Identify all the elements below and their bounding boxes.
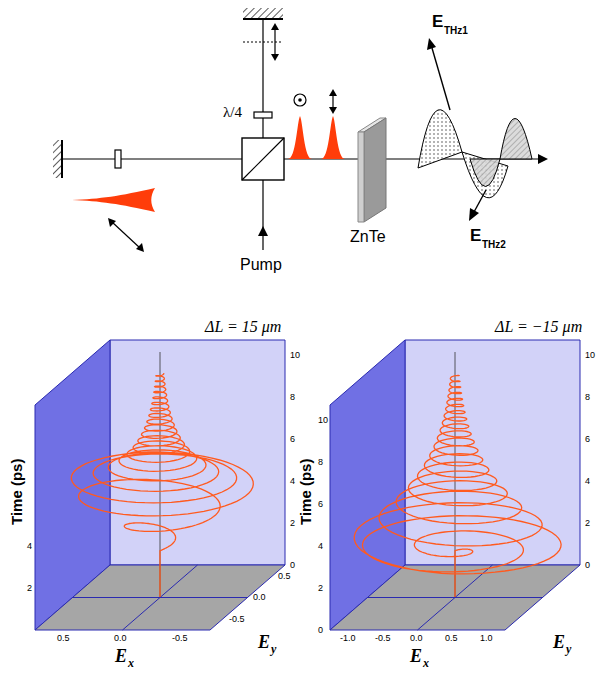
tick-label: -0.5 [172,633,188,643]
tick-label: 0.0 [253,592,266,602]
waveplate-label: λ/4 [223,104,242,121]
tick-label: 4 [318,541,323,551]
axis-subscript: x [128,656,134,671]
tick-label: 6 [318,499,323,509]
axis-subscript: x [423,656,429,671]
axis-title: Time (ps) [297,459,314,525]
tick-label: 2 [585,518,590,528]
thz-trajectory [354,376,561,598]
axis-subscript: y [271,642,276,657]
tick-label: 0.0 [410,633,423,643]
tick-label: 0 [585,560,590,570]
delay-label: ΔL = 15 μm [205,318,281,336]
tick-label: 8 [290,392,295,402]
tick-label: 6 [290,434,295,444]
tick-label: 0 [318,625,323,635]
tick-label: -0.5 [229,614,245,624]
thz-trajectory [71,373,253,597]
tick-label: 10 [290,350,300,360]
tick-label: 2 [290,518,295,528]
tick-label: 10 [585,350,595,360]
tick-label: 2 [318,583,323,593]
axis-title: E [410,646,422,667]
crystal-label: ZnTe [350,228,386,246]
delay-label: ΔL = −15 μm [495,318,582,336]
tick-label: 0.5 [445,633,458,643]
field-label: E [432,12,443,32]
axis-title: E [115,646,127,667]
tick-label: 0.5 [57,633,70,643]
field-subscript: THz1 [444,25,468,36]
axis-title: E [553,632,565,653]
axis-subscript: y [566,642,571,657]
tick-label: 2 [27,583,32,593]
tick-label: -0.5 [375,633,391,643]
field-subscript: THz2 [482,239,506,250]
tick-label: 8 [318,457,323,467]
tick-label: 8 [585,392,590,402]
tick-label: 6 [585,434,590,444]
tick-label: 10 [318,415,328,425]
tick-label: 4 [585,476,590,486]
tick-label: 0.0 [114,633,127,643]
field-label: E [470,226,481,246]
axis-title: E [258,632,270,653]
pump-label: Pump [240,256,282,274]
tick-label: 0 [290,560,295,570]
axis-title: Time (ps) [8,459,25,525]
tick-label: 4 [27,541,32,551]
tick-label: 1.0 [480,633,493,643]
tick-label: 0.5 [278,571,291,581]
tick-label: 4 [290,476,295,486]
tick-label: -1.0 [340,633,356,643]
